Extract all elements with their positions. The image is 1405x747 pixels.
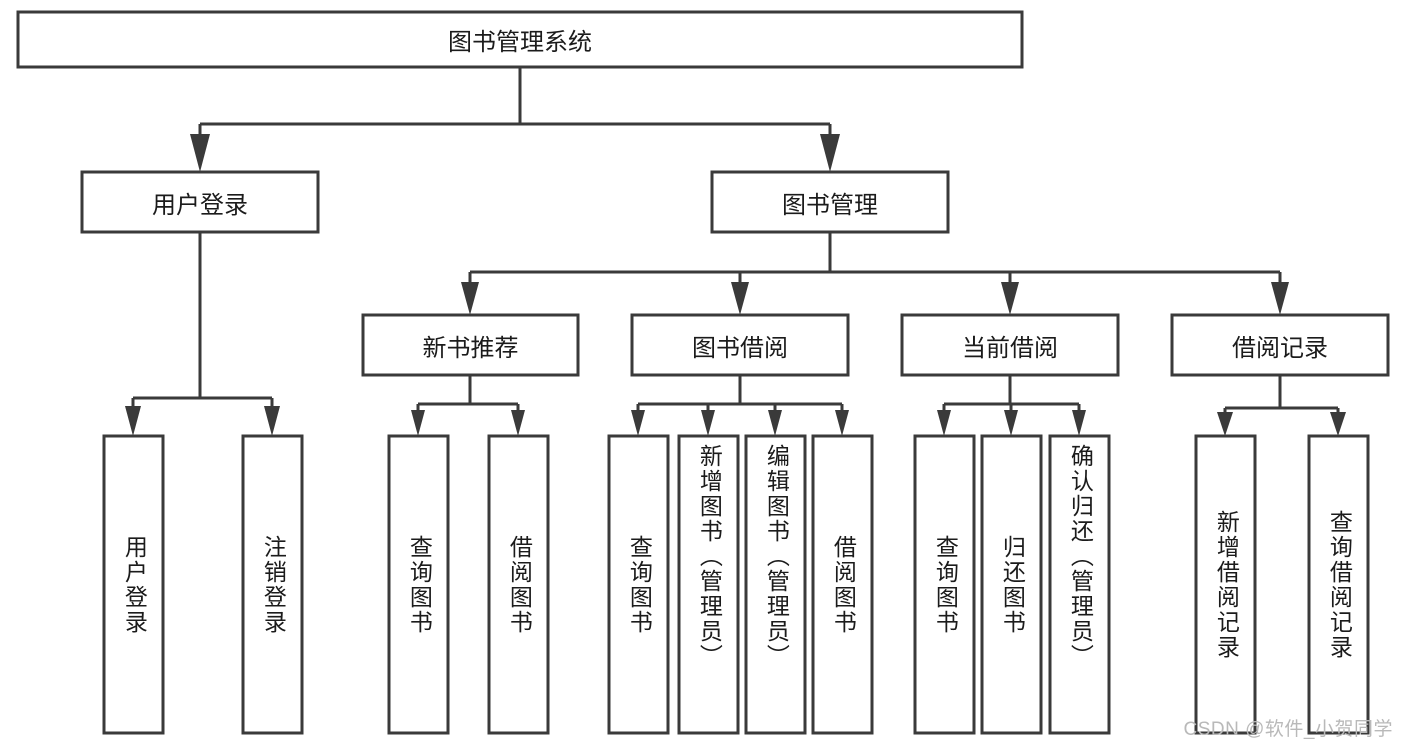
node-box-leaf-confirm-return[interactable] (1048, 434, 1111, 735)
arrow-head-borrow-record (1271, 282, 1289, 315)
arrow-head-user-login (190, 134, 210, 172)
node-box-leaf-user-login[interactable] (102, 434, 165, 735)
arrow-head-new-book-rec (461, 282, 479, 315)
connector-group-book-manage (461, 232, 1289, 315)
arrow-head-leaf-confirm-return (1072, 410, 1086, 436)
connector-group-root (190, 67, 840, 172)
arrow-head-leaf-query-book-3 (937, 410, 951, 436)
arrow-head-leaf-borrow-book-1 (511, 410, 525, 436)
node-box-book-borrow[interactable] (630, 313, 850, 377)
node-box-leaf-query-book-1[interactable] (387, 434, 450, 735)
node-box-leaf-query-book-3[interactable] (913, 434, 976, 735)
node-box-leaf-edit-book[interactable] (744, 434, 807, 735)
node-box-leaf-query-record[interactable] (1307, 434, 1370, 735)
node-box-leaf-borrow-book-1[interactable] (487, 434, 550, 735)
arrow-head-book-manage (820, 134, 840, 172)
node-box-leaf-add-record[interactable] (1194, 434, 1257, 735)
connector-group-book-borrow (631, 375, 849, 436)
connector-group-user-login (125, 232, 280, 436)
node-box-borrow-record[interactable] (1170, 313, 1390, 377)
arrow-head-book-borrow (731, 282, 749, 315)
csdn-watermark: CSDN @软件_小贺同学 (1183, 719, 1393, 740)
node-box-leaf-add-book[interactable] (677, 434, 740, 735)
connector-group-new-book-rec (411, 375, 525, 436)
node-box-leaf-logout[interactable] (241, 434, 304, 735)
arrow-head-leaf-return-book (1004, 410, 1018, 436)
node-box-leaf-return-book[interactable] (980, 434, 1043, 735)
arrow-head-leaf-query-book-2 (631, 410, 645, 436)
node-box-user-login[interactable] (80, 170, 320, 234)
arrow-head-leaf-borrow-book-2 (835, 410, 849, 436)
arrow-head-leaf-add-record (1217, 412, 1233, 436)
node-box-book-manage[interactable] (710, 170, 950, 234)
arrow-head-leaf-query-book-1 (411, 410, 425, 436)
node-box-new-book-rec[interactable] (361, 313, 580, 377)
arrow-head-leaf-query-record (1330, 412, 1346, 436)
connector-group-current-borrow (937, 375, 1086, 436)
arrow-head-leaf-user-login (125, 406, 141, 436)
arrow-head-leaf-logout (264, 406, 280, 436)
arrow-head-leaf-edit-book (768, 410, 782, 436)
arrow-head-leaf-add-book (701, 410, 715, 436)
connector-group-borrow-record (1217, 375, 1346, 436)
node-box-leaf-query-book-2[interactable] (607, 434, 670, 735)
node-box-leaf-borrow-book-2[interactable] (811, 434, 874, 735)
arrow-head-current-borrow (1001, 282, 1019, 315)
node-box-root[interactable] (16, 10, 1024, 69)
node-box-current-borrow[interactable] (900, 313, 1120, 377)
